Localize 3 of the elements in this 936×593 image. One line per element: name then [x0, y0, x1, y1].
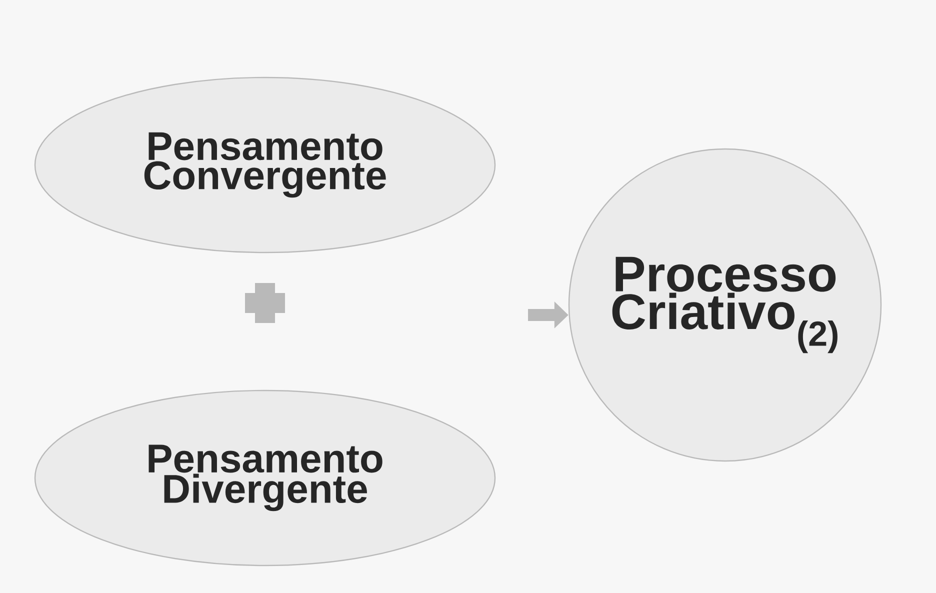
circle-node: Processo Criativo$_{(2)}$ — [568, 148, 882, 462]
ellipse-node: Pensamento Convergente — [34, 76, 496, 254]
ellipse-node: Pensamento Divergente — [34, 390, 496, 566]
